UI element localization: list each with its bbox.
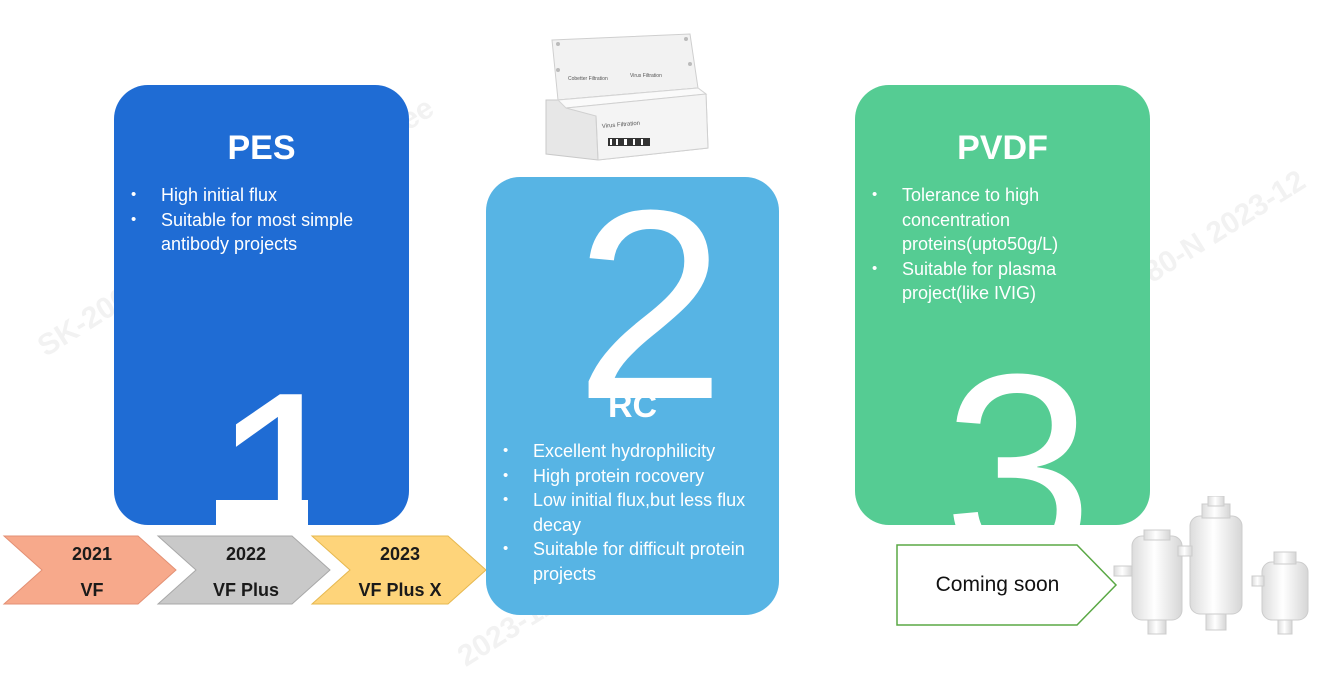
list-item: High initial flux (131, 183, 391, 208)
coming-soon-arrow (896, 544, 1118, 626)
box-label: Cobetter Filtration (568, 76, 608, 82)
box-label: Virus Filtration (630, 73, 662, 79)
timeline-name-2022: VF Plus (212, 580, 279, 600)
timeline-arrow-2023 (310, 535, 487, 605)
pes-number: 1 (210, 337, 361, 526)
list-item: Suitable for plasma project(like IVIG) (872, 257, 1112, 306)
timeline-name-2023: VF Plus X (358, 580, 442, 600)
pes-bullet-list: High initial flux Suitable for most simp… (114, 183, 391, 257)
list-item: Low initial flux,but less flux decay (503, 488, 748, 537)
timeline-year-2022: 2022 (225, 544, 267, 564)
list-item: Suitable for most simple antibody projec… (131, 208, 391, 257)
rc-title: RC (607, 387, 658, 425)
coming-soon-label: Coming soon (935, 573, 1060, 596)
pvdf-card: PVDF Tolerance to high concentration pro… (855, 85, 1150, 525)
pvdf-title: PVDF (957, 129, 1048, 167)
rc-card: 2 RC Excellent hydrophilicity High prote… (486, 177, 779, 615)
list-item: High protein rocovery (503, 464, 748, 489)
timeline-arrow-2022 (156, 535, 331, 605)
timeline (2, 535, 487, 605)
list-item: Tolerance to high concentration proteins… (872, 183, 1112, 257)
pes-title: PES (227, 129, 296, 167)
pes-card: PES High initial flux Suitable for most … (114, 85, 409, 525)
timeline-name-2021: VF (80, 580, 104, 600)
list-item: Suitable for difficult protein projects (503, 537, 748, 586)
timeline-arrow-2021 (2, 535, 177, 605)
capsule-filters-image (1113, 496, 1309, 635)
list-item: Excellent hydrophilicity (503, 439, 748, 464)
box-label: Virus Filtration (602, 121, 641, 130)
pvdf-bullet-list: Tolerance to high concentration proteins… (855, 183, 1112, 306)
timeline-year-2023: 2023 (379, 544, 421, 564)
rc-bullet-list: Excellent hydrophilicity High protein ro… (486, 439, 748, 586)
rc-number: 2 (575, 177, 726, 456)
pvdf-number: 3 (943, 319, 1094, 526)
timeline-year-2021: 2021 (71, 544, 113, 564)
virus-filtration-box-image: Cobetter Filtration Virus Filtration Vir… (545, 33, 709, 161)
number-one-base (216, 500, 308, 538)
